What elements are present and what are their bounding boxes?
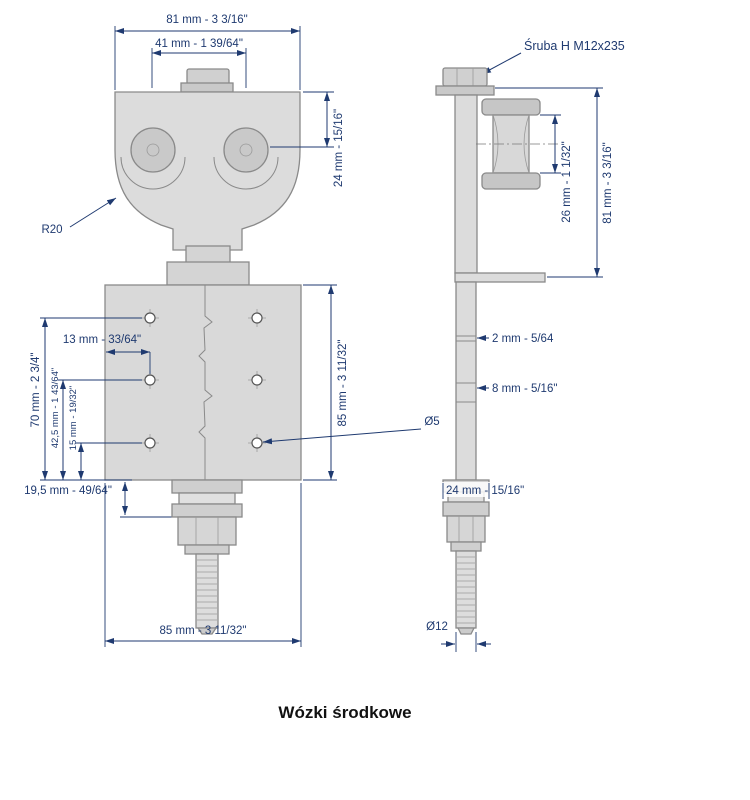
dim-hole-inset-lines	[106, 349, 151, 374]
dim-hole-span-inner: 15 mm - 19/32"	[68, 386, 79, 451]
side-threaded-stud	[455, 550, 477, 629]
plate-holes	[141, 309, 266, 452]
side-view: Śruba H M12x235 26 mm - 1 1/32"	[426, 38, 625, 652]
screw-label: Śruba H M12x235	[524, 38, 625, 53]
side-bolt-head	[442, 67, 488, 87]
roller-left	[130, 127, 176, 173]
bracket-plate	[454, 94, 478, 274]
side-washer	[450, 541, 482, 552]
dim-plate-to-nut: 19,5 mm - 49/64"	[24, 485, 112, 497]
dim-washer-gap: 2 mm - 5/64	[492, 333, 554, 345]
plate-hole	[248, 309, 266, 327]
roller-left-hub	[146, 143, 160, 157]
dim-overall-width-lines	[114, 26, 301, 90]
dim-overall-width: 81 mm - 3 3/16"	[166, 14, 247, 26]
plate-hole	[248, 371, 266, 389]
front-threaded-stud	[195, 553, 219, 629]
dim-roller-spacing-lines	[151, 48, 247, 88]
roller-right-hub	[239, 143, 253, 157]
plate-hinge-seam	[198, 285, 213, 480]
shaft-section-lines	[456, 335, 476, 403]
dim-plate-to-nut-lines	[103, 479, 172, 518]
plate-hole	[141, 309, 159, 327]
body-neck-flange	[166, 261, 250, 286]
plate-hole	[141, 434, 159, 452]
dim-plate-height-lines	[303, 284, 337, 481]
drawing-title: Wózki środkowe	[278, 703, 411, 722]
plate-hole	[141, 371, 159, 389]
roller-right	[223, 127, 269, 173]
shaft-diameter-label: Ø12	[426, 621, 448, 633]
dim-plate-width: 85 mm - 3 11/32"	[160, 625, 247, 637]
side-hex-nut	[446, 515, 486, 543]
pulley-top-flange	[481, 98, 541, 116]
front-view: 81 mm - 3 3/16" 41 mm - 1 39/64" R20 24 …	[24, 14, 440, 647]
hole-diameter-leader	[262, 428, 422, 445]
front-bolt-stack	[171, 479, 243, 635]
dim-body-height: 24 mm - 15/16"	[333, 109, 345, 187]
dim-pulley-lines	[540, 114, 561, 174]
screw-leader-line	[481, 52, 522, 75]
dim-bushing-width: 24 mm - 15/16"	[446, 485, 524, 497]
mounting-plate	[104, 284, 302, 481]
side-shaft	[455, 281, 477, 481]
pulley	[476, 98, 560, 190]
roller-right-cradle-arc	[213, 156, 279, 190]
dim-hole-span-mid: 42,5 mm - 1 43/64"	[50, 368, 61, 448]
dim-plate-width-lines	[104, 483, 302, 647]
dim-shaft-section: 8 mm - 5/16"	[492, 383, 557, 395]
front-hex-nut	[177, 516, 237, 546]
dim-bracket-height: 81 mm - 3 3/16"	[602, 142, 614, 223]
front-thread-lines	[197, 559, 217, 621]
bracket-foot	[454, 272, 546, 283]
hole-diameter-label: Ø5	[424, 416, 439, 428]
dim-hole-span-outer: 70 mm - 2 3/4"	[30, 352, 42, 427]
trolley-body	[114, 91, 301, 251]
side-bolt-washer	[435, 85, 495, 96]
side-thread-lines	[457, 556, 475, 624]
top-bolt-washer	[180, 82, 234, 93]
pulley-bottom-flange	[481, 172, 541, 190]
radius-label: R20	[41, 224, 62, 236]
roller-left-cradle-arc	[120, 156, 186, 190]
dim-left-extension-lines	[40, 317, 142, 481]
dim-roller-spacing: 41 mm - 1 39/64"	[155, 38, 243, 50]
dim-pulley: 26 mm - 1 1/32"	[561, 141, 573, 222]
radius-leader-line	[69, 197, 117, 228]
dim-bushing-backdrop	[427, 482, 545, 497]
dim-plate-height: 85 mm - 3 11/32"	[337, 340, 349, 427]
dim-bracket-height-lines	[495, 87, 603, 278]
shaft-diameter-lines	[441, 632, 491, 652]
dim-hole-inset: 13 mm - 33/64"	[63, 334, 141, 346]
dim-body-height-lines	[270, 91, 334, 148]
